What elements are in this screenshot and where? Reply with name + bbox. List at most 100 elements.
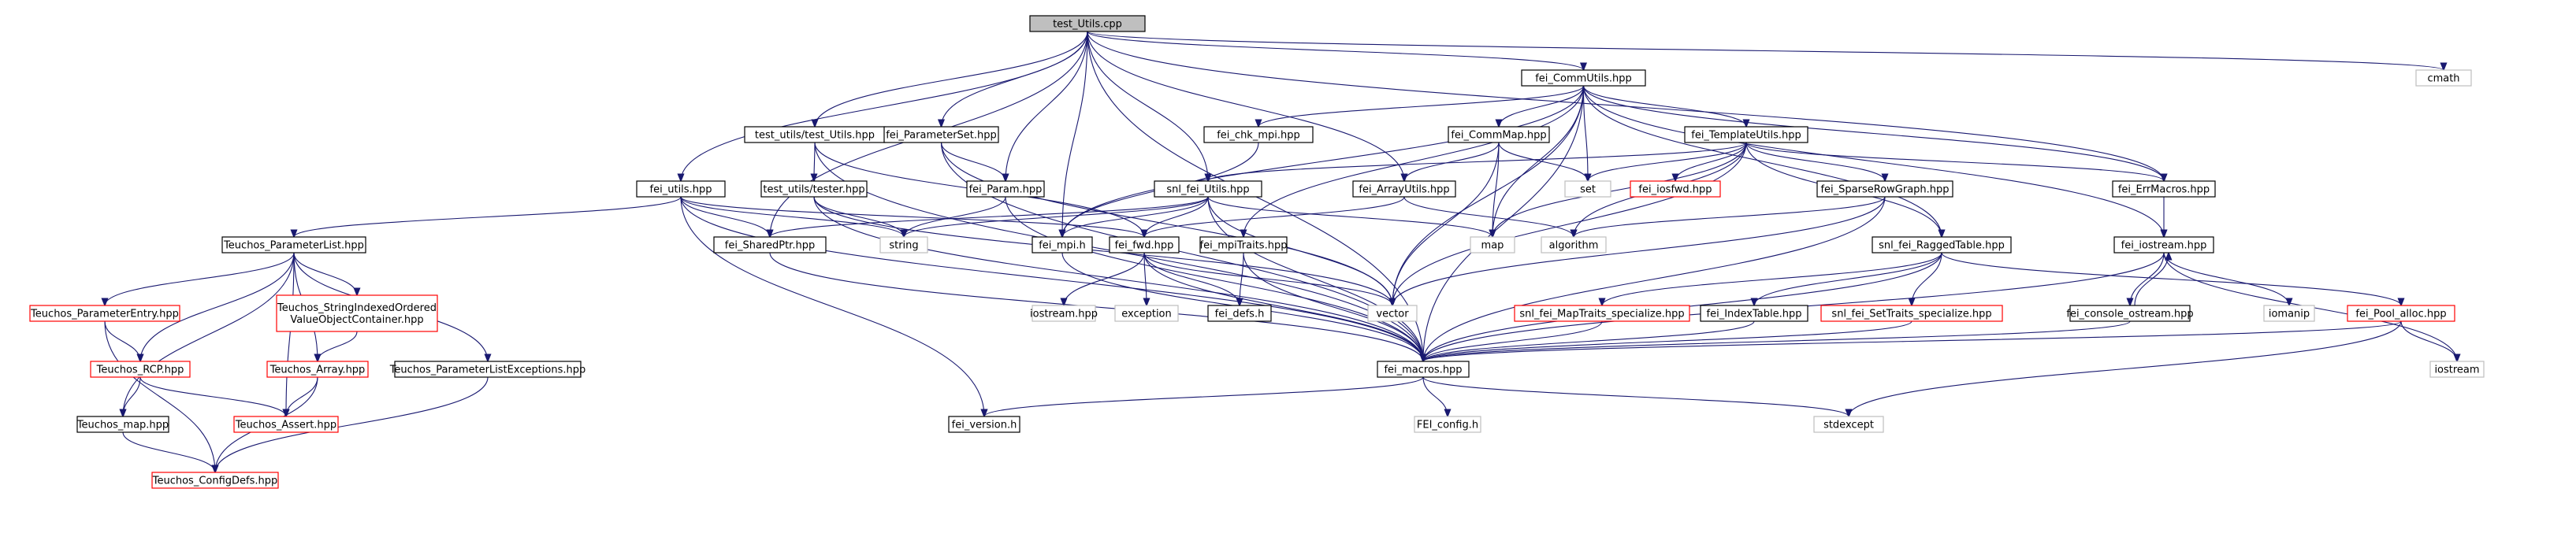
node-tsiovoc: Teuchos_StringIndexedOrderedValueObjectC… [276, 294, 438, 332]
node-chk_mpi[interactable]: fei_chk_mpi.hpp [1203, 126, 1314, 143]
node-box [2415, 69, 2472, 87]
node-box [1029, 15, 1146, 32]
node-tconfig: Teuchos_ConfigDefs.hpp [151, 472, 279, 489]
node-fei_fwd[interactable]: fei_fwd.hpp [1109, 236, 1180, 254]
node-box [2263, 305, 2315, 322]
node-fei_mpi[interactable]: fei_mpi.h [1032, 236, 1093, 254]
node-label: iostream.hpp [1030, 309, 1098, 320]
edge-sparserow-to-feimacros [1423, 196, 1886, 361]
edge-mpitraits-to-feimacros [1243, 252, 1423, 361]
node-vector: vector [1367, 305, 1418, 322]
node-box [1872, 236, 2012, 254]
edge-fei_fwd-to-feimacros [1143, 252, 1423, 361]
node-iosfwd: fei_iosfwd.hpp [1630, 180, 1721, 198]
edge-tu_test_utils-to-tester [814, 142, 815, 181]
node-box [1114, 305, 1179, 322]
node-label: fei_ParameterSet.hpp [886, 130, 997, 142]
edge-fei_utils-to-string [680, 196, 904, 237]
node-feiversion[interactable]: fei_version.h [948, 416, 1020, 433]
edge-fei_utils-to-feimacros [680, 196, 1423, 361]
node-fei_defs[interactable]: fei_defs.h [1207, 305, 1272, 322]
node-param[interactable]: fei_Param.hpp [966, 180, 1045, 198]
edge-root-to-fei_utils [681, 31, 1088, 181]
edge-commutils-to-chk_mpi [1258, 85, 1585, 127]
node-templateutils[interactable]: fei_TemplateUtils.hpp [1684, 126, 1808, 143]
edge-trcp-to-tmap [123, 376, 141, 416]
node-label: iomanip [2269, 309, 2310, 320]
node-box [276, 294, 438, 332]
node-label: fei_utils.hpp [650, 184, 712, 196]
node-label: Teuchos_map.hpp [76, 420, 169, 431]
node-trcp: Teuchos_RCP.hpp [90, 361, 191, 378]
edge-tpl-to-tmap [123, 252, 295, 416]
node-commmap[interactable]: fei_CommMap.hpp [1448, 126, 1550, 143]
node-box [1109, 236, 1180, 254]
node-box [1813, 416, 1884, 433]
edge-tpl-to-trcp [140, 252, 295, 361]
node-label: Teuchos_ParameterList.hpp [223, 240, 364, 252]
node-commutils[interactable]: fei_CommUtils.hpp [1521, 69, 1646, 87]
edge-console-to-feimacros [1423, 320, 2131, 361]
node-label: ValueObjectContainer.hpp [290, 314, 423, 326]
node-box [76, 416, 169, 433]
edge-commutils-to-map [1492, 85, 1585, 237]
node-label: fei_ArrayUtils.hpp [1359, 184, 1449, 196]
edge-paramset-to-param [940, 142, 1006, 181]
edge-fei_fwd-to-exception [1144, 252, 1147, 305]
node-label: Teuchos_RCP.hpp [96, 365, 184, 376]
node-box [1032, 236, 1093, 254]
edge-snl_utils-to-fei_mpi [1062, 196, 1209, 237]
node-iostream_hpp[interactable]: fei_iostream.hpp [2113, 236, 2214, 254]
edge-snl_utils-to-sharedptr [770, 196, 1209, 237]
node-label: Teuchos_ConfigDefs.hpp [152, 476, 278, 487]
node-tplexc[interactable]: Teuchos_ParameterListExceptions.hpp [389, 361, 586, 378]
node-mpitraits[interactable]: fei_mpiTraits.hpp [1199, 236, 1288, 254]
edge-tmap-to-tconfig [122, 431, 215, 472]
edge-commutils-to-commmap [1499, 85, 1585, 127]
edge-paramset-to-feimacros [940, 142, 1424, 361]
node-label: fei_CommUtils.hpp [1535, 73, 1632, 85]
node-tester[interactable]: test_utils/tester.hpp [760, 180, 868, 198]
node-console[interactable]: fei_console_ostream.hpp [2066, 305, 2194, 322]
node-label: snl_fei_Utils.hpp [1166, 184, 1249, 196]
edge-arrayutils-to-fei_fwd [1144, 196, 1405, 237]
node-snl_utils[interactable]: snl_fei_Utils.hpp [1154, 180, 1262, 198]
node-tmap[interactable]: Teuchos_map.hpp [76, 416, 169, 433]
edge-root-to-errmacros [1087, 31, 2164, 181]
node-box [879, 236, 928, 254]
node-errmacros[interactable]: fei_ErrMacros.hpp [2112, 180, 2216, 198]
node-ragged[interactable]: snl_fei_RaggedTable.hpp [1872, 236, 2012, 254]
node-paramset[interactable]: fei_ParameterSet.hpp [883, 126, 999, 143]
node-sharedptr[interactable]: fei_SharedPtr.hpp [713, 236, 827, 254]
edge-snl_utils-to-vector [1207, 196, 1392, 305]
node-box [151, 472, 279, 489]
edge-ragged-to-maptraits [1602, 252, 1942, 305]
node-label: fei_IndexTable.hpp [1707, 309, 1802, 320]
node-feimacros[interactable]: fei_macros.hpp [1377, 361, 1470, 378]
edge-commutils-to-templateutils [1582, 85, 1747, 127]
node-box [90, 361, 191, 378]
node-tpl[interactable]: Teuchos_ParameterList.hpp [221, 236, 366, 254]
edge-root-to-cmath [1087, 31, 2444, 70]
node-label: stdexcept [1823, 420, 1874, 431]
node-fei_utils[interactable]: fei_utils.hpp [636, 180, 726, 198]
edge-snl_utils-to-string [904, 196, 1209, 237]
node-label: Teuchos_Assert.hpp [235, 420, 336, 431]
node-label: snl_fei_RaggedTable.hpp [1879, 240, 2005, 252]
node-tu_test_utils[interactable]: test_utils/test_Utils.hpp [744, 126, 886, 143]
node-label: fei_chk_mpi.hpp [1217, 130, 1300, 142]
node-sparserow[interactable]: fei_SparseRowGraph.hpp [1816, 180, 1953, 198]
edge-feimacros-to-stdexcept [1422, 376, 1849, 416]
node-box [1820, 305, 2003, 322]
edge-commutils-to-set [1582, 85, 1589, 181]
edge-templateutils-to-vector [1392, 142, 1747, 305]
edge-snl_utils-to-feimacros [1207, 196, 1423, 361]
node-cmath: cmath [2415, 69, 2472, 87]
edge-arrayutils-to-algorithm [1403, 196, 1574, 237]
node-indextable[interactable]: fei_IndexTable.hpp [1700, 305, 1808, 322]
node-box [713, 236, 827, 254]
node-arrayutils[interactable]: fei_ArrayUtils.hpp [1352, 180, 1456, 198]
node-label: Teuchos_ParameterEntry.hpp [30, 309, 179, 320]
edge-fei_utils-to-sharedptr [680, 196, 770, 237]
